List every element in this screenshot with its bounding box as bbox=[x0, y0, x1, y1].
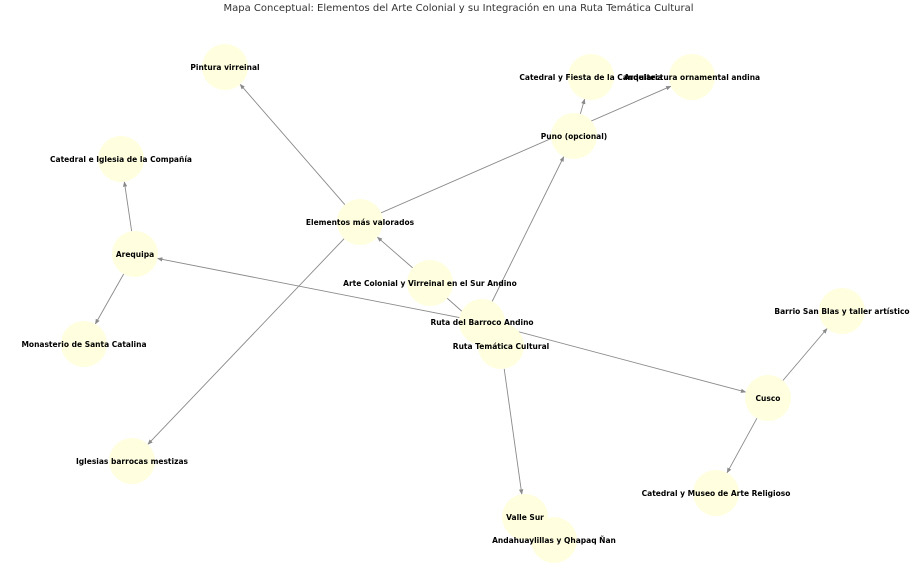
node-puno bbox=[551, 113, 597, 159]
node-arequipa bbox=[112, 231, 158, 277]
node-label-arquitectura: Arquitectura ornamental andina bbox=[624, 73, 760, 82]
node-label-catedral_candelaria: Catedral y Fiesta de la Candelaria bbox=[519, 73, 662, 82]
node-cusco bbox=[745, 375, 791, 421]
node-catedral_candelaria bbox=[568, 54, 614, 100]
node-arquitectura bbox=[669, 54, 715, 100]
node-andahuaylillas bbox=[531, 517, 577, 563]
node-label-ruta: Ruta Temática Cultural bbox=[453, 342, 549, 351]
node-label-catedral_museo: Catedral y Museo de Arte Religioso bbox=[642, 489, 791, 498]
node-iglesias bbox=[109, 438, 155, 484]
edge-barroco-to-arequipa bbox=[157, 257, 460, 319]
node-santa_catalina bbox=[61, 321, 107, 367]
node-label-valle_sur: Valle Sur bbox=[506, 513, 544, 522]
node-label-barroco: Ruta del Barroco Andino bbox=[430, 318, 533, 327]
edges-layer bbox=[94, 83, 828, 532]
node-pintura bbox=[202, 44, 248, 90]
edge-puno-to-catedral_candelaria bbox=[579, 98, 586, 115]
node-label-iglesias: Iglesias barrocas mestizas bbox=[76, 457, 188, 466]
node-label-arequipa: Arequipa bbox=[116, 250, 154, 259]
edge-cusco-to-catedral_museo bbox=[726, 417, 758, 474]
node-label-elementos: Elementos más valorados bbox=[306, 218, 415, 227]
edge-elementos-to-arquitectura bbox=[380, 85, 672, 214]
edge-barroco-to-puno bbox=[491, 156, 565, 302]
node-root bbox=[407, 260, 453, 306]
node-label-andahuaylillas: Andahuaylillas y Qhapaq Ñan bbox=[492, 536, 616, 545]
node-label-cusco: Cusco bbox=[756, 394, 781, 403]
edge-root-to-elementos bbox=[376, 236, 413, 269]
node-catedral_museo bbox=[693, 470, 739, 516]
node-label-santa_catalina: Monasterio de Santa Catalina bbox=[21, 340, 146, 349]
edge-ruta-to-valle_sur bbox=[503, 368, 524, 495]
node-label-puno: Puno (opcional) bbox=[541, 132, 607, 141]
edge-elementos-to-pintura bbox=[239, 83, 346, 205]
edge-arequipa-to-santa_catalina bbox=[94, 273, 125, 325]
node-label-catedral_compania: Catedral e Iglesia de la Compañía bbox=[50, 155, 192, 164]
node-label-root: Arte Colonial y Virreinal en el Sur Andi… bbox=[343, 279, 517, 288]
node-barroco bbox=[459, 299, 505, 345]
node-catedral_compania bbox=[98, 136, 144, 182]
node-label-pintura: Pintura virreinal bbox=[190, 63, 259, 72]
edge-arequipa-to-catedral_compania bbox=[122, 181, 133, 232]
diagram-title: Mapa Conceptual: Elementos del Arte Colo… bbox=[223, 3, 694, 14]
edge-cusco-to-san_blas bbox=[782, 328, 828, 381]
node-elementos bbox=[337, 199, 383, 245]
node-label-san_blas: Barrio San Blas y taller artístico bbox=[774, 307, 909, 316]
edge-elementos-to-iglesias bbox=[147, 238, 345, 445]
node-san_blas bbox=[819, 288, 865, 334]
edge-barroco-to-cusco bbox=[504, 327, 747, 393]
nodes-layer: Arte Colonial y Virreinal en el Sur Andi… bbox=[21, 44, 910, 563]
